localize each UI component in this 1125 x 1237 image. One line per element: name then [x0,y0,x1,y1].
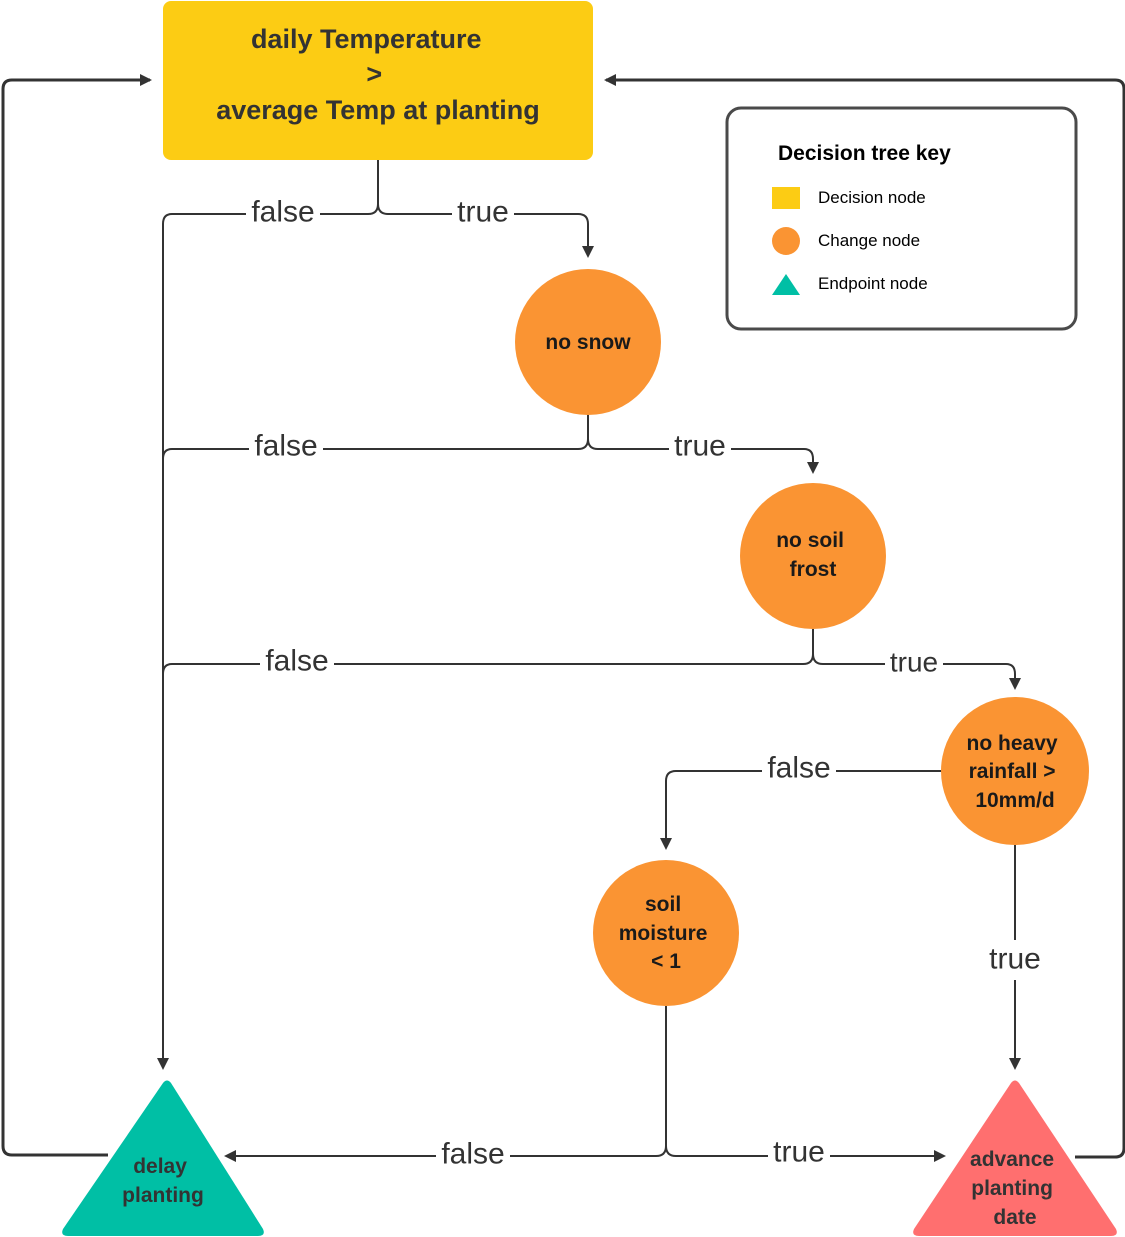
svg-text:false: false [441,1138,504,1171]
loop-advance-to-decision [604,74,1125,1159]
change-node-label: no soil frost [776,529,850,581]
loop-delay-to-decision [1,74,152,1157]
edge-label-temp-false: false [246,196,320,230]
key-change-swatch [772,227,800,255]
svg-text:true: true [890,647,938,678]
decision-tree-key: Decision tree key Decision node Change n… [725,106,1078,331]
svg-text:true: true [674,430,726,463]
change-node-label: no snow [545,331,631,354]
svg-text:false: false [254,430,317,463]
endpoint-node-label: delay planting [122,1155,204,1207]
svg-text:false: false [251,196,314,229]
edge-label-temp-true: true [452,196,514,230]
key-item-label: Endpoint node [818,274,928,293]
decision-node-temperature: daily Temperature > average Temp at plan… [163,1,593,160]
endpoint-node-label: advance planting date [970,1148,1060,1229]
edge-temp-true [377,203,594,258]
key-item-label: Change node [818,231,920,250]
change-node-no-heavy-rainfall: no heavy rainfall > 10mm/d [941,697,1089,845]
change-node-no-snow: no snow [515,269,661,415]
key-decision-swatch [772,187,800,209]
key-title: Decision tree key [778,142,951,165]
change-node-no-soil-frost: no soil frost [740,483,886,629]
edge-temp-false [157,160,379,1070]
edge-label-rain-false: false [762,752,836,786]
edge-moisture-true [665,1145,946,1162]
svg-text:true: true [457,196,509,229]
key-item-label: Decision node [818,188,926,207]
change-node-label: soil moisture < 1 [619,893,714,973]
decision-node-label: daily Temperature > average Temp at plan… [216,24,540,125]
edge-label-frost-false: false [260,645,334,679]
svg-text:true: true [773,1136,825,1169]
edge-label-snow-false: false [249,430,323,464]
change-node-label: no heavy rainfall > 10mm/d [967,732,1064,812]
edge-label-snow-true: true [669,430,731,464]
edge-rain-false [660,770,942,850]
svg-text:false: false [767,752,830,785]
endpoint-node-advance-planting: advance planting date [913,1080,1117,1236]
edge-label-frost-true: true [885,647,943,679]
edge-label-rain-true: true [982,940,1048,980]
edge-label-moisture-true: true [768,1135,830,1169]
edge-frost-true [812,653,1021,690]
key-endpoint-swatch [772,274,800,295]
edge-snow-false [162,414,589,460]
svg-text:false: false [265,645,328,678]
edge-snow-true [587,438,819,474]
edge-label-moisture-false: false [436,1137,510,1171]
change-node-soil-moisture: soil moisture < 1 [593,860,739,1006]
endpoint-node-delay-planting: delay planting [62,1080,264,1236]
svg-text:true: true [989,943,1041,976]
edge-moisture-false [224,1006,667,1162]
